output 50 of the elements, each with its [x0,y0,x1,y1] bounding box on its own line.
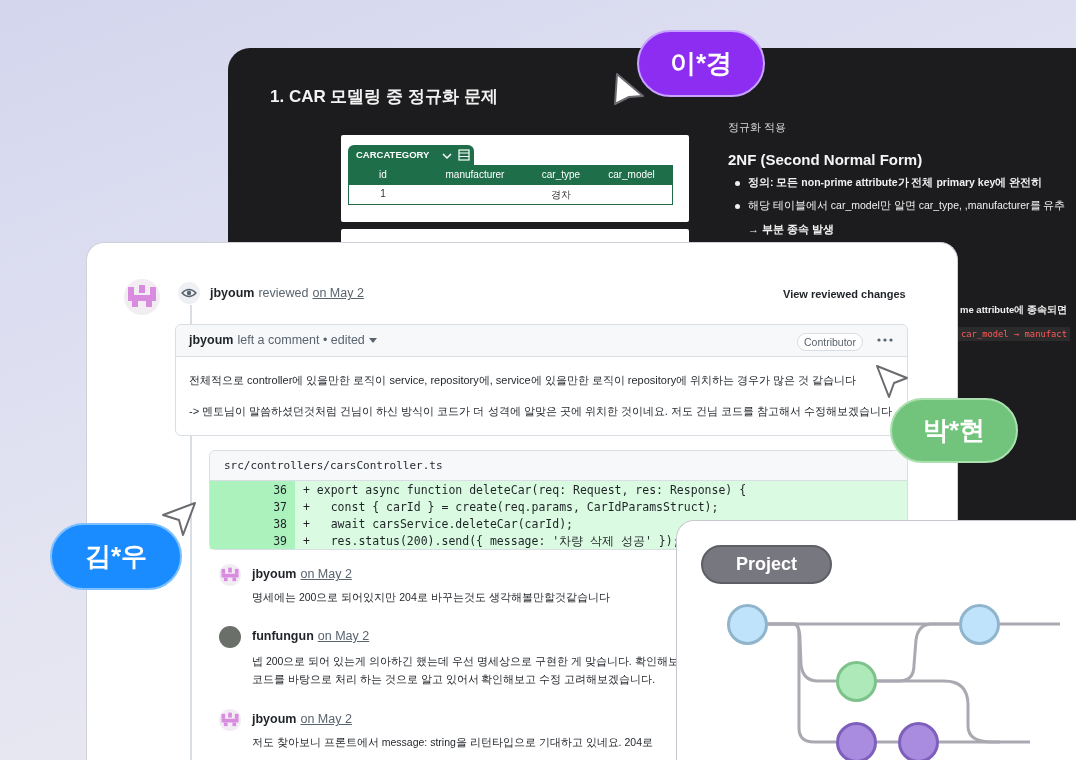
name-badge: 이*경 [637,30,765,97]
section-label: 정규화 적용 [728,120,787,135]
comment-text: 코드를 바탕으로 처리 하는 것으로 알고 있어서 확인해보고 수정 고려해보겠습니다. [252,673,656,687]
branch-line [999,622,1060,626]
sheet-tab: CARCATEGORY [348,145,474,165]
comment-text: 넵 200으로 되어 있는게 의아하긴 했는데 우선 명세상으로 구현한 게 맞습니다. 확인해보 [252,655,679,669]
file-path: src/controllers/carsController.ts [210,451,907,481]
note-text: → 부분 종속 발생 [748,222,835,237]
commit-node [835,721,877,760]
comment-text: 저도 찾아보니 프론트에서 message: string을 리턴타입으로 기대하고 있네요. 204로 [252,736,653,750]
line-number: 38 [210,515,295,532]
branch-line [876,740,898,744]
line-number: 36 [210,481,295,498]
date-link: on May 2 [312,286,364,300]
date-link: on May 2 [300,567,352,581]
table-cell-text: 1 [379,188,387,199]
user-name: jbyoum [189,333,234,347]
table-header-cell: car_type [532,165,590,185]
table-header-cell: manufacturer [418,165,532,185]
section-heading: 2NF (Second Normal Form) [728,151,923,168]
branch-line [938,740,1030,744]
bullet-text: 정의: 모든 non-prime attribute가 전체 primary key에 완전히 [748,176,1043,190]
table-cell-text: 경차 [550,188,572,202]
bullet-text: 해당 테이블에서 car_model만 알면 car_type, ,manufacturer를 유추 [748,199,1066,213]
user-name: jbyoum [210,286,255,300]
table-header-cell: car_model [590,165,673,185]
review-status: reviewed [258,286,309,300]
comment-meta: left a comment • edited [237,333,365,347]
user-name: funfungun [252,629,314,643]
comment-text: -> 멘토님이 말씀하셨던것처럼 건님이 하신 방식이 코드가 더 성격에 알맞은 곳에 위치한 것이네요. 저도 건님 코드를 참고해서 수정해보겠습니다 [189,404,893,419]
user-name: jbyoum [252,712,297,726]
branch-line [876,679,1000,744]
name-badge: 박*현 [890,398,1018,463]
note-text: me attribute에 종속되면 [960,304,1067,317]
view-changes-link: View reviewed changes [783,288,906,300]
project-badge: Project [701,545,832,584]
name-badge: 김*우 [50,523,182,590]
user-name: jbyoum [252,567,297,581]
code-snippet: car_model → manufact [958,327,1070,341]
comment-text: 명세에는 200으로 되어있지만 204로 바꾸는것도 생각해볼만할것같습니다 [252,591,610,605]
line-number: 39 [210,532,295,549]
commit-node [897,721,939,760]
slide-title: 1. CAR 모델링 중 정규화 문제 [270,86,498,108]
comment-text: 전체적으로 controller에 있을만한 로직이 service, repository에, service에 있을만한 로직이 repository에 위치하는 경우가 많은 것 같습니다 [189,373,857,388]
line-number: 37 [210,498,295,515]
date-link: on May 2 [317,629,370,643]
branch-line [767,622,836,744]
table-header-cell: id [348,165,418,185]
date-link: on May 2 [300,712,352,726]
role-badge: Contributor [797,333,863,351]
